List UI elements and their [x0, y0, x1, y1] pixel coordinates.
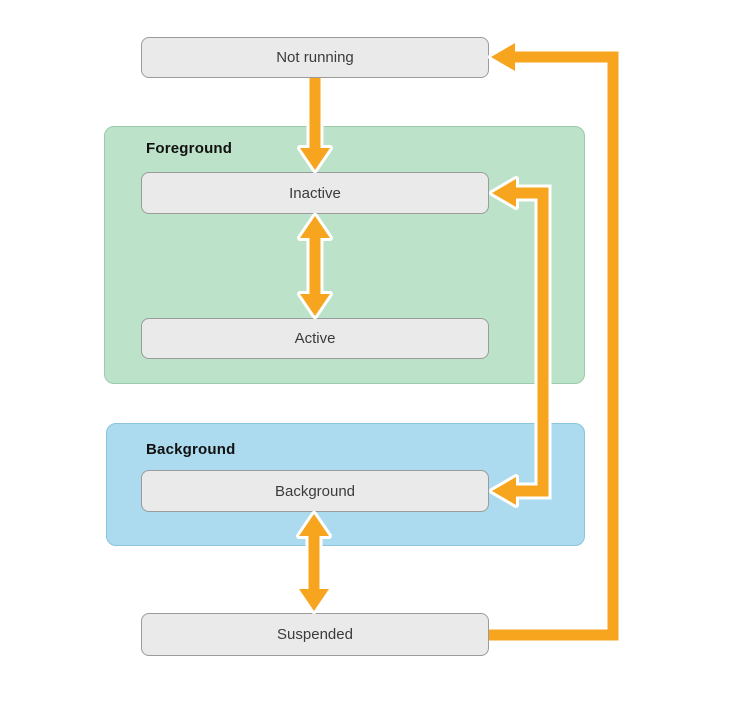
state-not-running-label: Not running [276, 49, 354, 66]
state-active-label: Active [294, 330, 336, 347]
state-background: Background [141, 470, 489, 512]
state-inactive-label: Inactive [289, 184, 341, 202]
state-background-label: Background [274, 482, 356, 500]
state-active: Active [141, 318, 489, 359]
state-not-running: Not running [141, 37, 489, 78]
state-suspended-label: Suspended [277, 626, 353, 643]
background-group-label: Background [146, 441, 236, 458]
foreground-group-label: Foreground [146, 140, 233, 157]
state-suspended: Suspended [141, 613, 489, 656]
state-inactive: Inactive [141, 172, 489, 214]
